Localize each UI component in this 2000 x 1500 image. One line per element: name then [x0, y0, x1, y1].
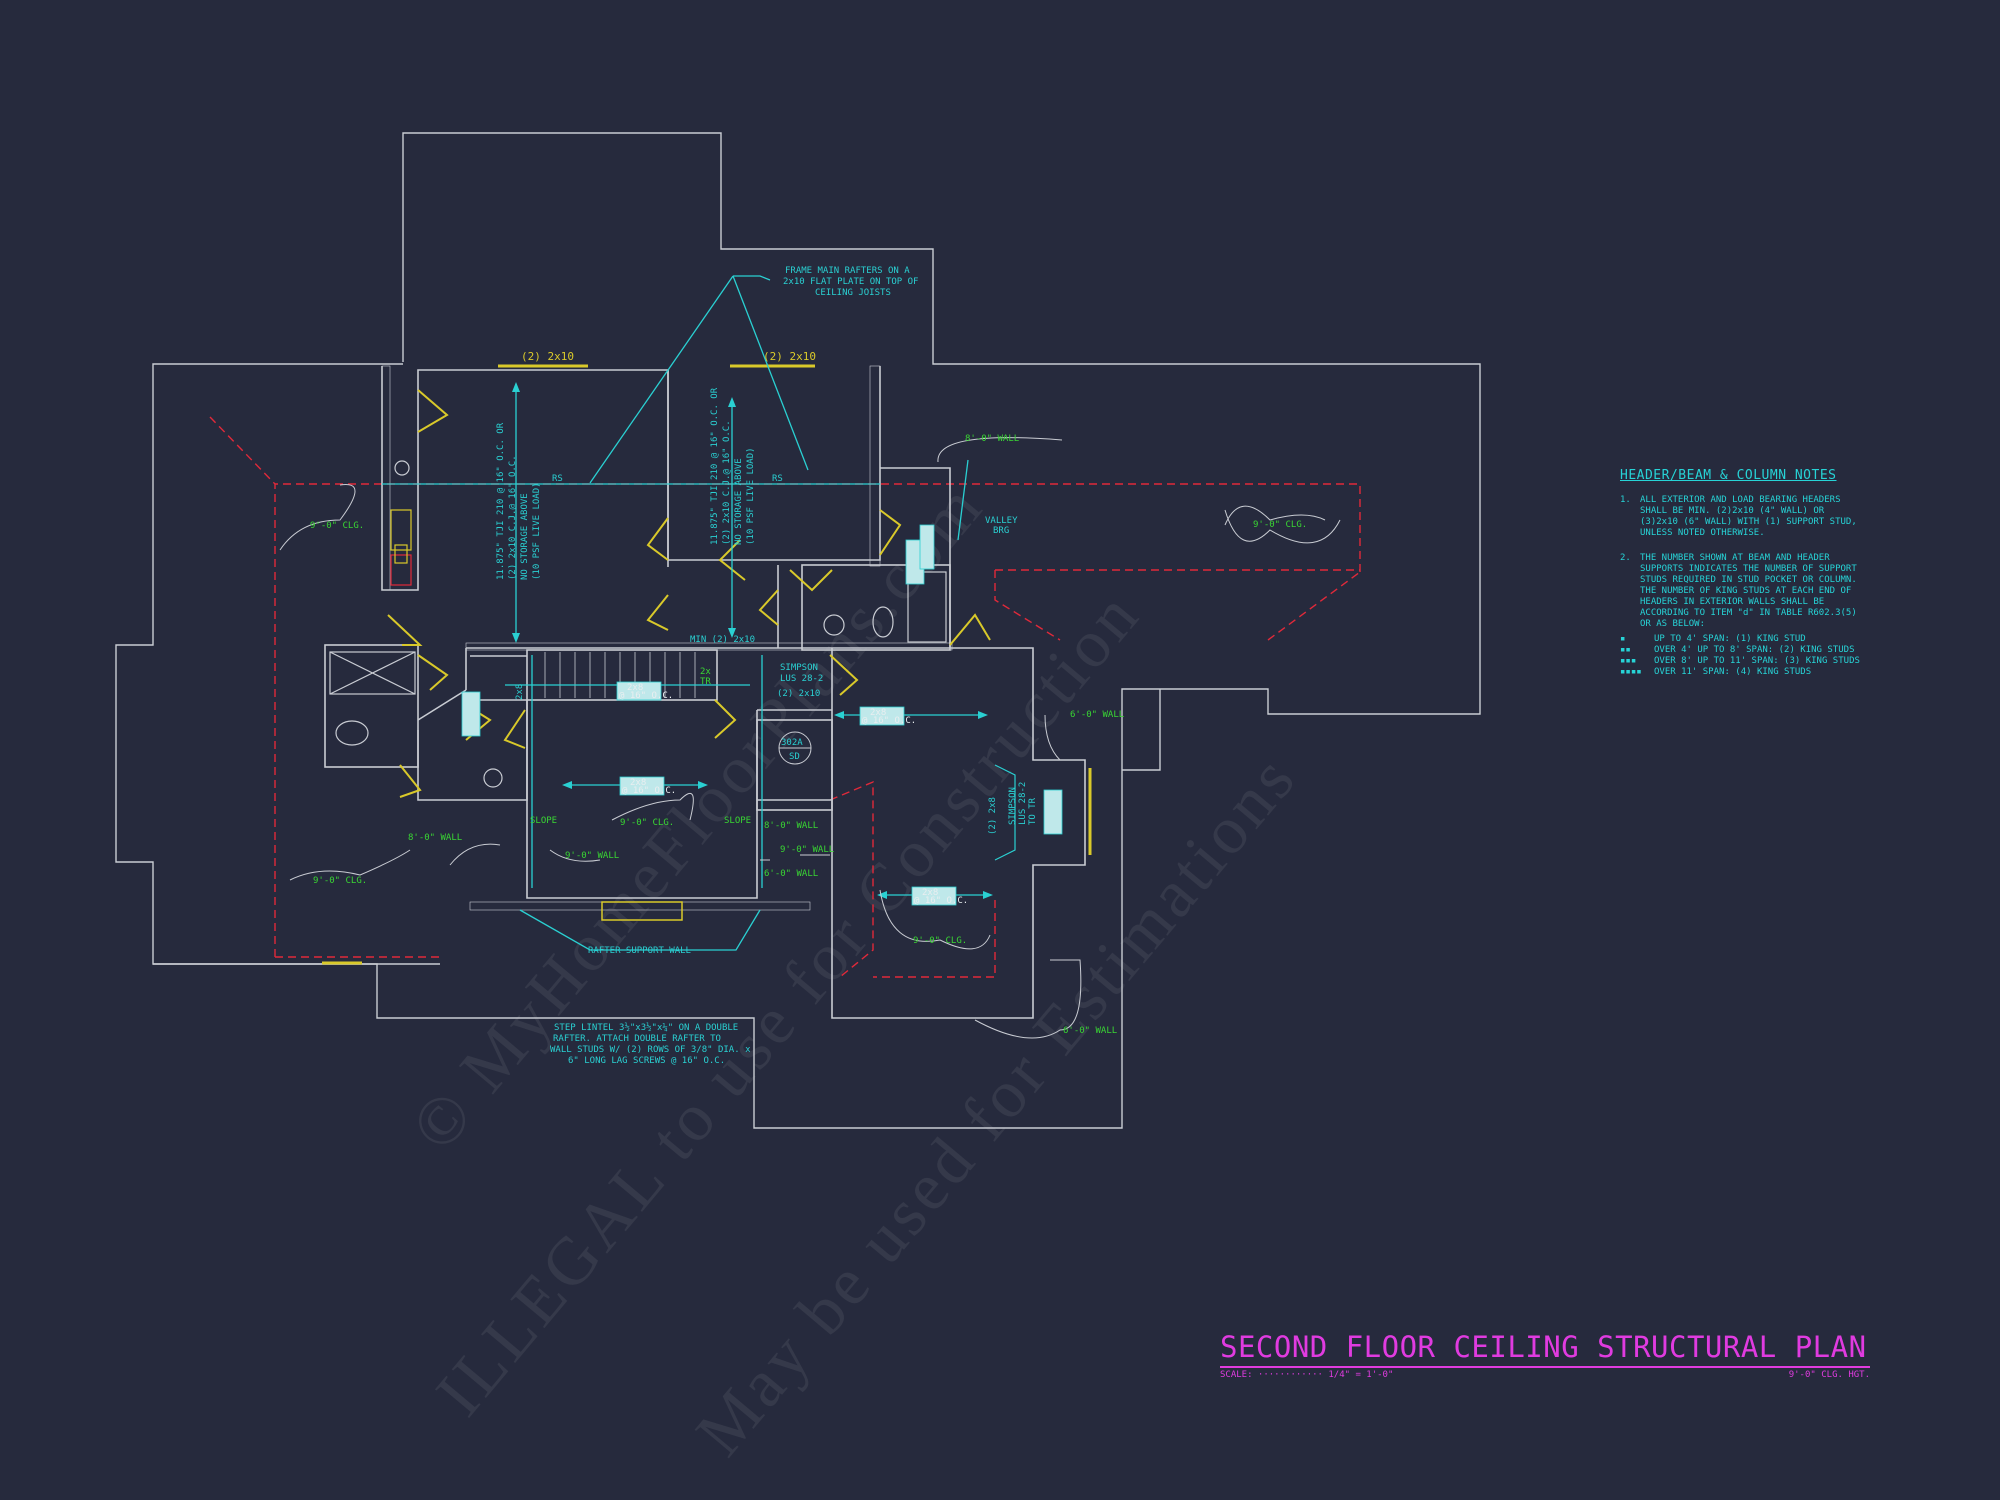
step-lintel-4: 6" LONG LAG SCREWS @ 16" O.C.: [568, 1056, 725, 1066]
wall-hatching: [381, 365, 953, 911]
drawing-title: SECOND FLOOR CEILING STRUCTURAL PLAN: [1220, 1330, 1870, 1368]
rs-label-a: RS: [552, 474, 563, 484]
joist-spec-right: 11.875" TJI 210 @ 16" O.C. OR (2) 2x10 C…: [710, 387, 756, 545]
beam-tag-d2: @ 16" O.C.: [914, 896, 968, 906]
beam-tag-c: 2x8: [870, 708, 886, 718]
list-item: ▪▪▪▪OVER 11' SPAN: (4) KING STUDS: [1620, 667, 1812, 677]
joist-span-arrows: [382, 275, 990, 951]
valley-brg-2: BRG: [993, 526, 1009, 536]
svg-text:NO STORAGE ABOVE: NO STORAGE ABOVE: [734, 458, 744, 545]
frame-rafters-note-2: 2x10 FLAT PLATE ON TOP OF: [783, 277, 918, 287]
beam-tag-d: 2x8: [922, 888, 938, 898]
simpson-a-2: LUS 28-2: [780, 674, 823, 684]
header-label-b: (2) 2x10: [763, 350, 816, 363]
roof-outline: [115, 132, 1481, 1129]
ceiling-height-label: 9'-0" CLG. HGT.: [1788, 1370, 1870, 1380]
beam-tag-c2: @ 16" O.C.: [862, 716, 916, 726]
header-c-label: (2) 2x10: [777, 689, 820, 699]
step-lintel-1: STEP LINTEL 3½"x3½"x¼" ON A DOUBLE: [554, 1022, 738, 1033]
clg-center-label: 9'-0" CLG.: [620, 818, 674, 828]
svg-text:(2) 2x10 C.J.@ 16" O.C.: (2) 2x10 C.J.@ 16" O.C.: [722, 420, 732, 545]
svg-text:(2) 2x10 C.J.@ 16" O.C.: (2) 2x10 C.J.@ 16" O.C.: [508, 455, 518, 580]
wall-6-bottom-label: 6'-0" WALL: [1063, 1026, 1117, 1036]
wall-9-center-label: 9'-0" WALL: [565, 851, 619, 861]
hall-storage: [390, 509, 412, 586]
beam-tag-a: 2x8: [627, 683, 643, 693]
clg-right-label: 9'-0" CLG.: [1253, 520, 1307, 530]
window-headers: [322, 364, 1092, 965]
drawing-title-block: SECOND FLOOR CEILING STRUCTURAL PLAN SCA…: [1220, 1330, 1870, 1380]
note-item: 1. ALL EXTERIOR AND LOAD BEARING HEADERS…: [1620, 495, 1857, 538]
beam-tag-b2: @ 16" O.C.: [622, 786, 676, 796]
rafter-support-label: RAFTER SUPPORT WALL: [588, 946, 691, 956]
step-lintel-2: RAFTER. ATTACH DOUBLE RAFTER TO: [553, 1034, 721, 1044]
wall-6-right-label: 6'-0" WALL: [1070, 710, 1124, 720]
svg-text:11.875" TJI 210 @ 16" O.C. OR: 11.875" TJI 210 @ 16" O.C. OR: [710, 387, 720, 545]
beam-tags: [461, 524, 1063, 906]
joist-spec-left: 11.875" TJI 210 @ 16" O.C. OR (2) 2x10 C…: [496, 422, 542, 580]
frame-rafters-note-1: FRAME MAIN RAFTERS ON A: [785, 266, 910, 276]
svg-text:LUS 28-2: LUS 28-2: [1018, 782, 1028, 825]
rs-label-b: RS: [772, 474, 783, 484]
mark-302a: 302A: [781, 738, 803, 748]
plumbing-fixtures: [329, 460, 947, 788]
notes-heading: HEADER/BEAM & COLUMN NOTES: [1620, 468, 1837, 483]
stair-2x8: 2x8: [515, 684, 525, 700]
wall-8-top-label: 8'-0" WALL: [965, 434, 1019, 444]
svg-text:(2) 2x8: (2) 2x8: [988, 797, 998, 835]
clg-bed-label: 9'-0" CLG.: [913, 936, 967, 946]
svg-text:SIMPSON: SIMPSON: [1008, 787, 1018, 825]
beam-tag-a2: @ 16" O.C.: [619, 691, 673, 701]
valley-brg-1: VALLEY: [985, 516, 1018, 526]
header-beam-notes: HEADER/BEAM & COLUMN NOTES 1. ALL EXTERI…: [1620, 468, 1860, 678]
svg-text:TO TR: TO TR: [1028, 797, 1038, 825]
clg-left-label: 9'-0" CLG.: [310, 521, 364, 531]
frame-rafters-note-3: CEILING JOISTS: [815, 288, 891, 298]
step-lintel-3: WALL STUDS W/ (2) ROWS OF 3/8" DIA. x: [550, 1045, 751, 1055]
svg-text:(10 PSF LIVE LOAD): (10 PSF LIVE LOAD): [746, 447, 756, 545]
svg-text:11.875" TJI 210 @ 16" O.C. OR: 11.875" TJI 210 @ 16" O.C. OR: [496, 422, 506, 580]
cyan-arrowheads: [512, 382, 993, 899]
slope-a-label: SLOPE: [530, 816, 557, 826]
tr-a-1: 2x: [700, 667, 711, 677]
wall-8-left-label: 8'-0" WALL: [408, 833, 462, 843]
header-label-a: (2) 2x10: [521, 350, 574, 363]
list-item: ▪▪OVER 4' UP TO 8' SPAN: (2) KING STUDS: [1620, 645, 1855, 655]
slope-b-label: SLOPE: [724, 816, 751, 826]
king-stud-list: ▪UP TO 4' SPAN: (1) KING STUD ▪▪OVER 4' …: [1620, 634, 1860, 678]
clg-lower-left-label: 9'-0" CLG.: [313, 876, 367, 886]
list-item: ▪▪▪OVER 8' UP TO 11' SPAN: (3) KING STUD…: [1620, 656, 1860, 666]
svg-text:NO STORAGE ABOVE: NO STORAGE ABOVE: [520, 493, 530, 580]
list-item: ▪UP TO 4' SPAN: (1) KING STUD: [1620, 634, 1806, 644]
wall-6-mid-label: 6'-0" WALL: [764, 869, 818, 879]
svg-text:(10 PSF LIVE LOAD): (10 PSF LIVE LOAD): [532, 482, 542, 580]
wall-9-mid-label: 9'-0" WALL: [780, 845, 834, 855]
simpson-a-1: SIMPSON: [780, 663, 818, 673]
simpson-b-block: (2) 2x8 SIMPSON LUS 28-2 TO TR: [988, 782, 1038, 835]
building-walls: [153, 366, 1086, 1019]
drawing-subtitle: SCALE: ············ 1/4" = 1'-0" 9'-0" C…: [1220, 1370, 1870, 1380]
mark-sd: SD: [789, 752, 800, 762]
scale-label: SCALE: ············ 1/4" = 1'-0": [1220, 1370, 1394, 1380]
min-header-label: MIN (2) 2x10: [690, 635, 755, 645]
wall-8-mid-label: 8'-0" WALL: [764, 821, 818, 831]
beam-tag-b: 2x8: [630, 778, 646, 788]
tr-a-2: TR: [700, 677, 711, 687]
note-item: 2. THE NUMBER SHOWN AT BEAM AND HEADER S…: [1620, 553, 1857, 629]
leader-lines: [279, 437, 1341, 1039]
